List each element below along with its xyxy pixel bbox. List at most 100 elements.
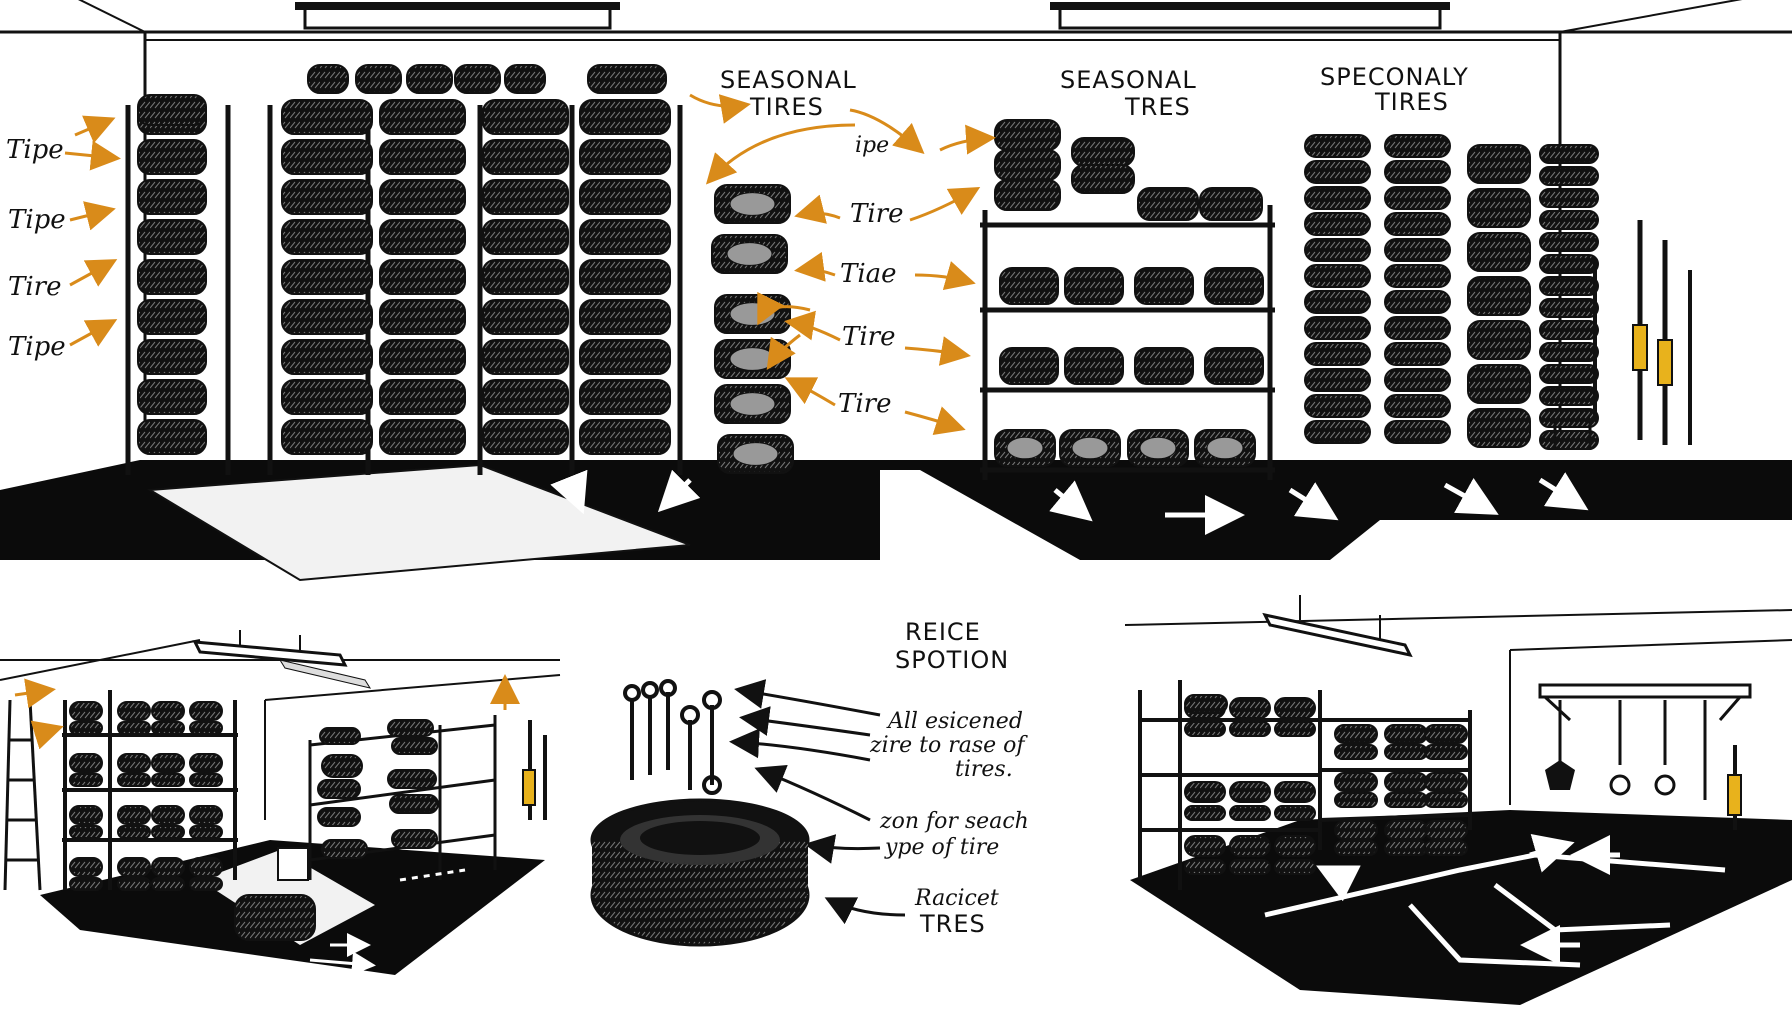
tire <box>69 721 103 735</box>
tire <box>1424 792 1468 808</box>
tire <box>117 857 151 877</box>
tire-label: Tiae <box>840 259 897 289</box>
tire <box>189 877 223 891</box>
wall-tools <box>522 720 547 820</box>
floor-direction-arrows <box>309 868 466 976</box>
tire <box>1137 187 1199 221</box>
tire <box>1229 859 1271 875</box>
tire <box>579 259 671 295</box>
tire <box>281 99 373 135</box>
rim <box>1139 436 1177 460</box>
tire <box>579 379 671 415</box>
specialty-tire-stacks <box>1304 134 1599 450</box>
tire <box>1467 364 1531 404</box>
tire <box>1467 144 1531 184</box>
specialty-label-title: SPECONALY <box>1320 63 1469 91</box>
tire <box>137 299 207 335</box>
metal-shelf <box>308 715 497 880</box>
tire <box>1384 724 1428 744</box>
tire <box>151 877 185 891</box>
tire <box>1539 232 1599 252</box>
tire <box>1134 347 1194 385</box>
shelf-tires <box>69 701 223 891</box>
tire <box>579 419 671 455</box>
rim <box>729 347 776 371</box>
tire <box>281 179 373 215</box>
tire <box>1424 772 1468 792</box>
tire <box>1071 164 1135 194</box>
tire <box>1539 364 1599 384</box>
tire <box>1064 267 1124 305</box>
rim <box>1071 436 1109 460</box>
tire <box>391 829 438 849</box>
tire <box>482 299 569 335</box>
tire <box>1384 238 1451 262</box>
seasonal-label-subtitle: TIRES <box>749 93 824 121</box>
rim <box>1206 436 1244 460</box>
tire <box>379 419 466 455</box>
tire <box>1384 744 1428 760</box>
tire <box>579 179 671 215</box>
tire <box>317 779 361 799</box>
tire <box>1274 835 1316 857</box>
tire <box>117 753 151 773</box>
tire <box>1539 188 1599 208</box>
tire <box>1467 408 1531 448</box>
tire <box>1229 697 1271 719</box>
tire <box>1539 320 1599 340</box>
tire <box>321 754 363 778</box>
tire <box>1384 840 1428 856</box>
tire <box>1539 144 1599 164</box>
tire <box>1274 805 1316 821</box>
tire <box>137 379 207 415</box>
tire <box>379 179 466 215</box>
tire <box>69 825 103 839</box>
tire <box>189 825 223 839</box>
tire <box>1274 697 1316 719</box>
tire <box>1334 724 1378 744</box>
rim <box>729 392 776 416</box>
tire <box>1304 134 1371 158</box>
tire <box>1184 781 1226 803</box>
tire <box>1539 298 1599 318</box>
tire <box>1467 276 1531 316</box>
tire <box>1204 267 1264 305</box>
tire-label: Tipe <box>8 332 66 362</box>
tire <box>321 839 368 859</box>
tire <box>281 299 373 335</box>
tire <box>482 259 569 295</box>
floor-tire <box>234 894 316 941</box>
tire <box>1384 186 1451 210</box>
tire <box>1199 187 1263 221</box>
tire <box>151 721 185 735</box>
rim <box>1006 436 1044 460</box>
seasonal-label-subtitle: TRES <box>1124 93 1191 121</box>
tire <box>151 701 185 721</box>
orange-arrows <box>14 674 520 750</box>
tire <box>387 769 437 789</box>
tire <box>1384 368 1451 392</box>
tire <box>117 773 151 787</box>
tire <box>117 721 151 735</box>
middle-label-arrows <box>689 93 996 435</box>
tire <box>137 139 207 175</box>
tire <box>1467 320 1531 360</box>
tire <box>69 701 103 721</box>
wall-tool-rack <box>1538 683 1752 830</box>
tire-label: Tipe <box>6 135 64 165</box>
tire <box>387 719 434 737</box>
ceiling-light <box>1262 595 1413 658</box>
ceiling-light <box>192 630 372 689</box>
tire <box>69 877 103 891</box>
note-line-3: tires. <box>955 757 1013 782</box>
tire <box>389 794 439 814</box>
tire <box>117 825 151 839</box>
bottom-center-annotations: REICE SPOTION All esicened zire to rase … <box>590 618 1029 947</box>
tire <box>137 179 207 215</box>
tire <box>151 805 185 825</box>
zone-line-1: zon for seach <box>879 809 1029 834</box>
tire <box>1304 264 1371 288</box>
tire <box>189 805 223 825</box>
tire <box>1064 347 1124 385</box>
